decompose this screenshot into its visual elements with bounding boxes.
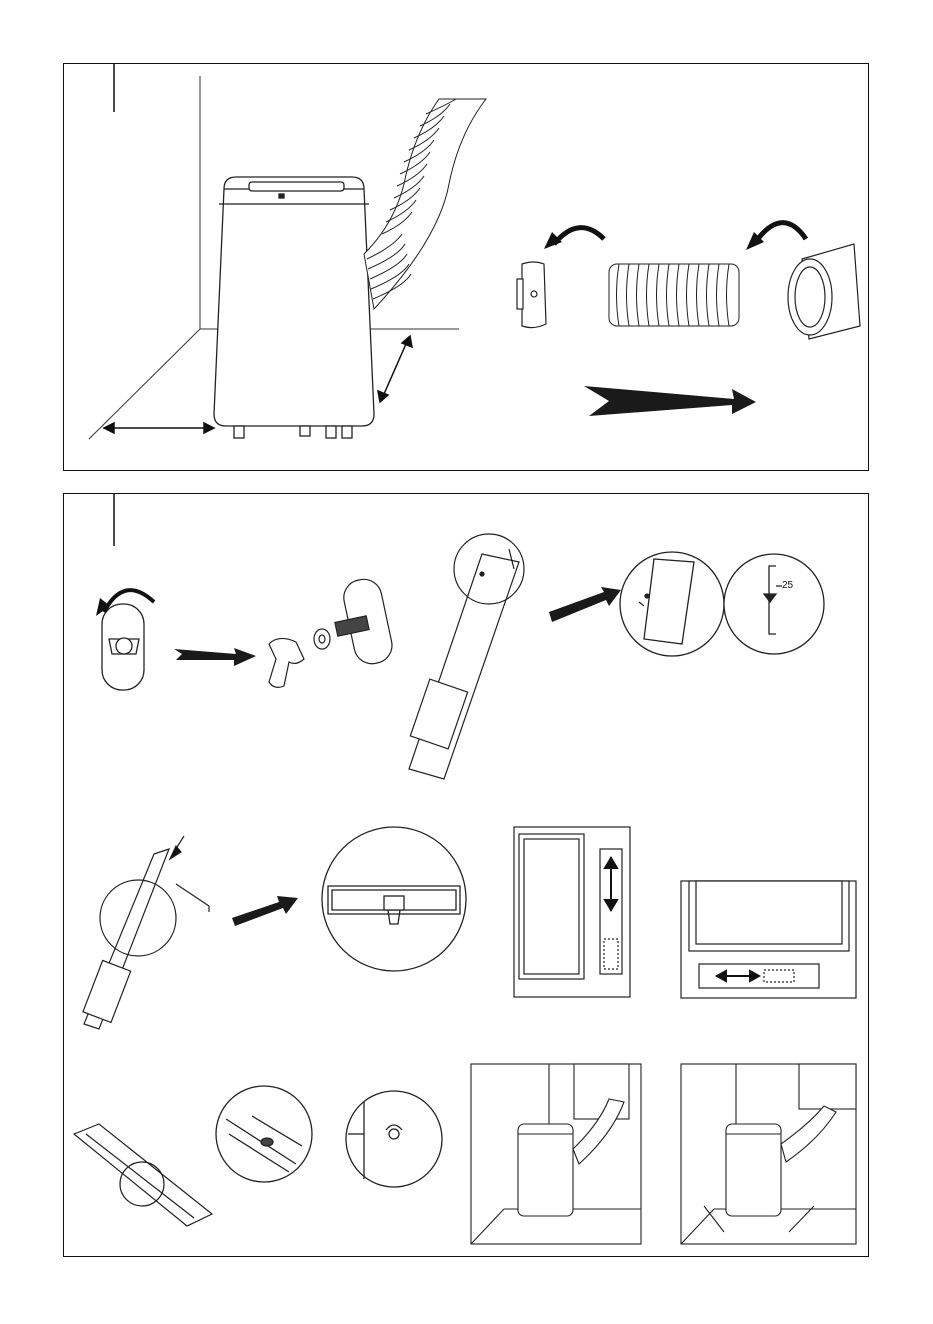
installed-scene-horizontal — [681, 1064, 856, 1244]
detail-circle-1 — [620, 552, 724, 656]
bold-direction-arrow-icon — [584, 386, 756, 416]
wing-nut-plate — [102, 604, 144, 690]
bold-direction-arrow-icon — [174, 648, 256, 666]
exhaust-hose — [364, 99, 486, 309]
horizontal-window-frame — [681, 881, 856, 998]
detail-circle-5 — [346, 1091, 442, 1187]
window-slider-panel — [409, 534, 524, 779]
bolt-plate — [335, 576, 395, 667]
curved-arrow-head — [544, 232, 562, 249]
air-conditioner-unit — [214, 177, 374, 438]
panel-bottom: 25 — [63, 493, 869, 1257]
detail-circle-2 — [724, 554, 824, 654]
horizontal-slider-panel — [74, 1124, 212, 1226]
wing-nut — [269, 638, 304, 687]
hose-end-adapter — [517, 262, 546, 328]
panel-bottom-illustration: 25 — [64, 494, 870, 1258]
slider-panel-angled — [83, 836, 209, 1029]
clearance-arrow-left — [104, 423, 214, 433]
installed-scene-vertical — [471, 1064, 641, 1244]
bold-direction-arrow-icon — [549, 587, 621, 622]
detail-circle-3 — [322, 827, 466, 971]
vertical-window-frame — [514, 827, 630, 997]
washer — [314, 629, 330, 649]
clearance-arrow-back — [378, 336, 412, 402]
gap-dimension-label: 25 — [782, 580, 794, 591]
flat-nozzle-adapter — [788, 244, 860, 339]
panel-top — [63, 63, 869, 471]
panel-top-illustration — [64, 64, 870, 472]
hose-segment — [609, 264, 739, 326]
bold-direction-arrow-icon — [232, 896, 298, 926]
detail-circle-4 — [216, 1086, 312, 1182]
